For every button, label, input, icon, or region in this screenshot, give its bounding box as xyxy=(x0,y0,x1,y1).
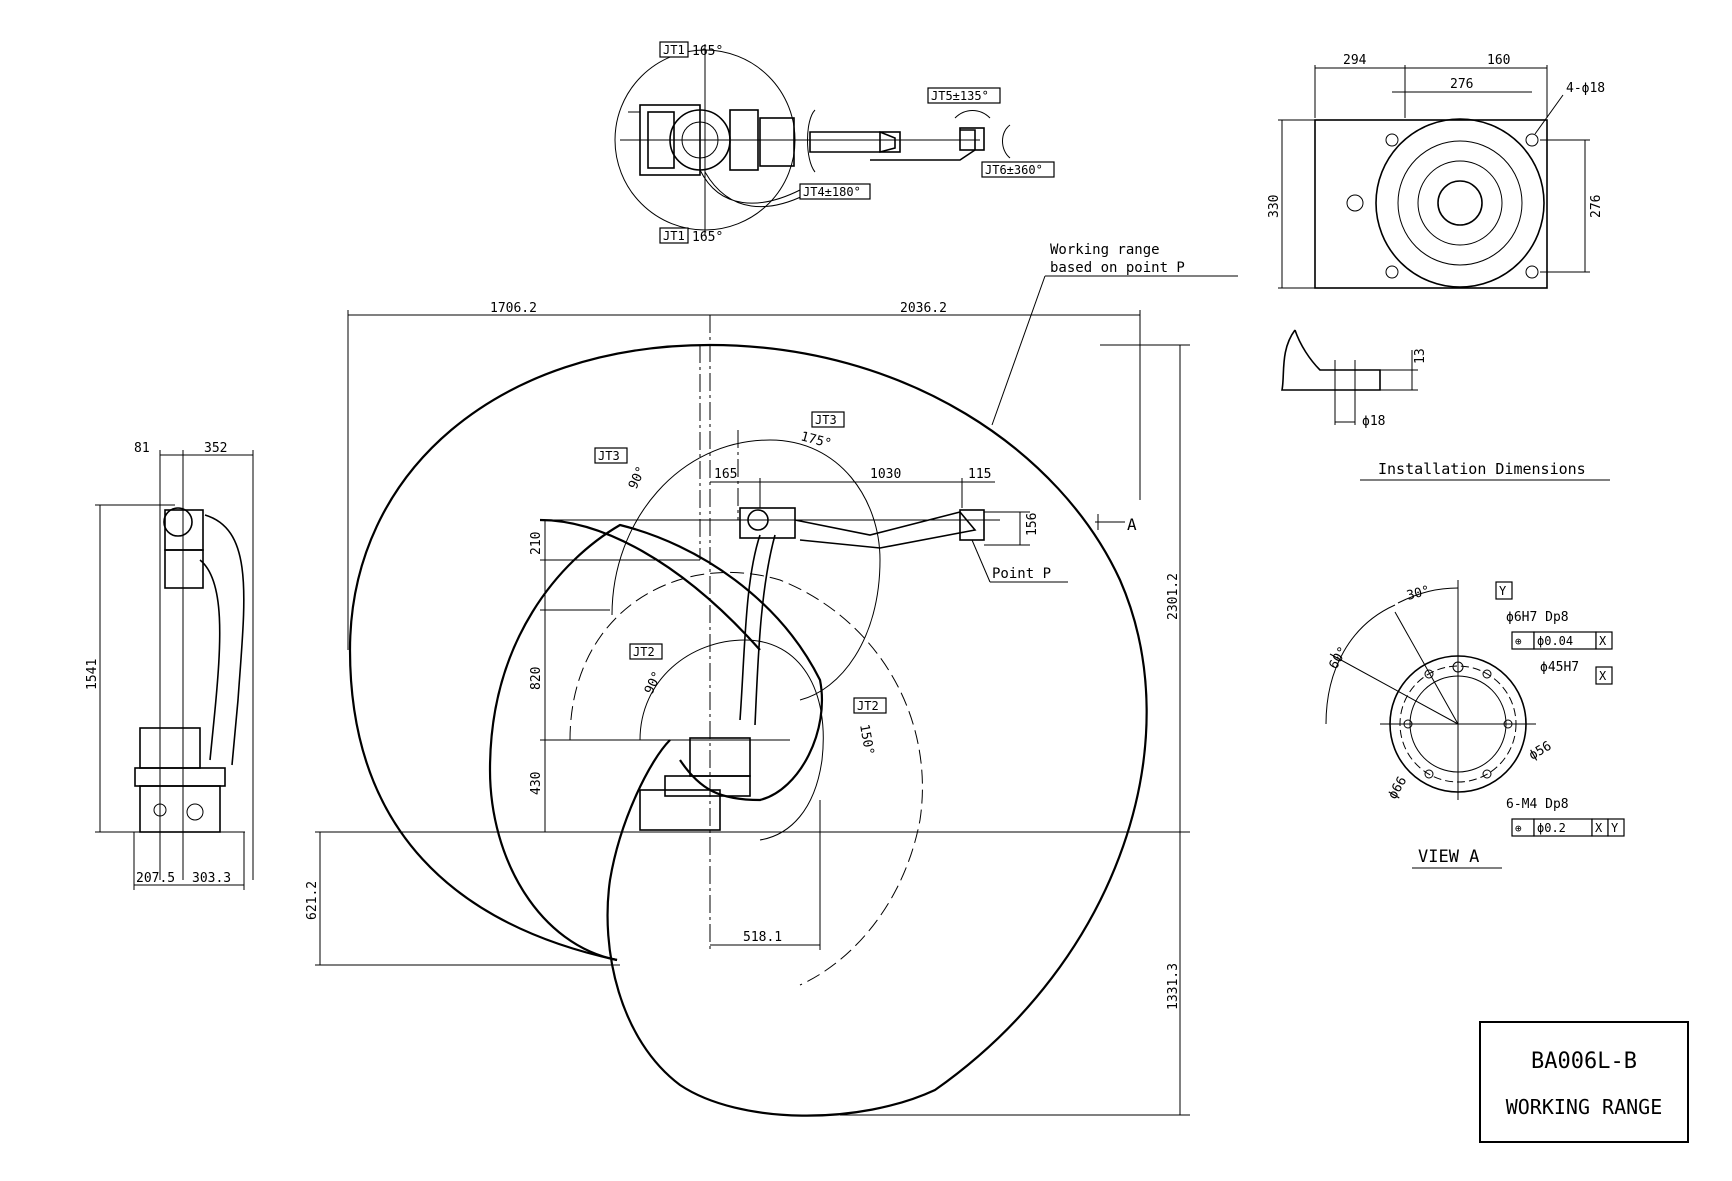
jt2-neg-angle: 90° xyxy=(642,669,666,697)
dim-165: 165 xyxy=(714,467,737,482)
dim-1706-2: 1706.2 xyxy=(490,301,537,316)
working-range-envelope xyxy=(348,343,1148,1117)
dim-210: 210 xyxy=(529,532,544,555)
dim-1331-3: 1331.3 xyxy=(1166,963,1181,1010)
jt1-tag-top: JT1 xyxy=(663,43,685,57)
view-a-arrow-label: A xyxy=(1127,515,1137,534)
jt3-arc xyxy=(611,439,881,701)
install-dim-phi18: ϕ18 xyxy=(1362,414,1385,429)
base-dim-160: 160 xyxy=(1487,53,1510,68)
top-motor-right xyxy=(729,109,759,171)
dim-phi66: ϕ66 xyxy=(1385,774,1410,802)
working-range-mid xyxy=(539,518,761,651)
top-view: JT1 165° JT1 165° JT4±180° JT5±135° JT6±… xyxy=(614,41,1055,245)
top-base-block xyxy=(639,104,701,176)
side-dim-81: 81 xyxy=(134,441,150,456)
jt2-arc xyxy=(639,639,824,841)
jt3-tag-left: JT3 xyxy=(598,449,620,463)
jt4-label: JT4±180° xyxy=(803,185,861,199)
top-motor-right2 xyxy=(759,117,795,167)
side-dim-1541: 1541 xyxy=(85,659,100,690)
dim-621-2: 621.2 xyxy=(305,881,320,920)
top-wrist xyxy=(879,131,901,153)
base-hole-callout: 4-ϕ18 xyxy=(1566,81,1605,96)
jt5-label: JT5±135° xyxy=(931,89,989,103)
bore-45h7: ϕ45H7 xyxy=(1540,660,1579,675)
side-dim-352: 352 xyxy=(204,441,227,456)
tol-02-datum-x: X xyxy=(1595,821,1603,835)
tol-02: ϕ0.2 xyxy=(1537,821,1566,835)
dim-1030: 1030 xyxy=(870,467,901,482)
tol-02-datum-y: Y xyxy=(1611,821,1619,835)
jt2-tag-right: JT2 xyxy=(857,699,879,713)
angle-60: 60° xyxy=(1326,644,1351,672)
title-block: BA006L-B WORKING RANGE xyxy=(1479,1021,1689,1143)
angle-30: 30° xyxy=(1405,583,1432,604)
dim-156: 156 xyxy=(1025,513,1040,536)
dim-518-1: 518.1 xyxy=(743,930,782,945)
top-motor-left xyxy=(647,111,675,169)
top-joint-inner xyxy=(681,121,719,159)
point-p-label: Point P xyxy=(992,566,1051,582)
working-range-note-2: based on point P xyxy=(1050,260,1185,276)
install-dim-13: 13 xyxy=(1413,348,1428,364)
jt2-tag-left: JT2 xyxy=(633,645,655,659)
tol-symbol-2: ⊕ xyxy=(1515,822,1522,835)
model-number: BA006L-B xyxy=(1531,1049,1637,1074)
dim-2301-2: 2301.2 xyxy=(1166,573,1181,620)
dim-820: 820 xyxy=(529,667,544,690)
tol-004: ϕ0.04 xyxy=(1537,634,1573,648)
jt2-pos-angle: 150° xyxy=(856,723,876,756)
working-range-note-1: Working range xyxy=(1050,242,1160,258)
bore-datum-x: X xyxy=(1599,669,1607,683)
tapped-holes: 6-M4 Dp8 xyxy=(1506,797,1569,812)
base-dim-330: 330 xyxy=(1267,195,1282,218)
view-a-title: VIEW A xyxy=(1418,847,1479,867)
base-dim-294: 294 xyxy=(1343,53,1367,68)
jt1-bottom-angle: 165° xyxy=(692,230,723,245)
hole-6h7: ϕ6H7 Dp8 xyxy=(1506,610,1569,625)
jt3-neg-angle: 90° xyxy=(626,464,650,492)
top-flange xyxy=(959,127,985,151)
tol-symbol-1: ⊕ xyxy=(1515,635,1522,648)
working-range-inner xyxy=(488,523,823,962)
jt6-rotation-arrow xyxy=(1002,124,1011,159)
tol-004-datum: X xyxy=(1599,634,1607,648)
dim-2036-2: 2036.2 xyxy=(900,301,947,316)
top-forearm xyxy=(809,131,896,153)
jt3-pos-angle: 175° xyxy=(799,429,833,452)
jt6-label: JT6±360° xyxy=(985,163,1043,177)
jt3-tag-right: JT3 xyxy=(815,413,837,427)
dim-115: 115 xyxy=(968,467,991,482)
top-cable xyxy=(699,169,806,208)
installation-title: Installation Dimensions xyxy=(1378,460,1586,478)
drawing-title: WORKING RANGE xyxy=(1506,1095,1663,1119)
jt4-rotation-arrow xyxy=(807,109,816,173)
jt5-rotation-arrow xyxy=(954,110,991,119)
base-plan-view: 294 160 276 4-ϕ18 330 276 xyxy=(1267,53,1605,289)
working-range-view: 1706.2 2036.2 165 1030 115 156 210 820 4… xyxy=(305,242,1238,1117)
jt1-top-angle: 165° xyxy=(692,44,723,59)
installation-section: 13 ϕ18 Installation Dimensions xyxy=(1281,329,1610,481)
base-dim-276-v: 276 xyxy=(1589,195,1604,218)
dim-430: 430 xyxy=(529,772,544,795)
side-view: 81 352 1541 207.5 303.3 xyxy=(85,441,254,890)
jt2-dashed-arc xyxy=(569,571,923,986)
side-dim-303-3: 303.3 xyxy=(192,871,231,886)
dim-phi56: ϕ56 xyxy=(1527,739,1555,764)
side-dim-207-5: 207.5 xyxy=(136,871,175,886)
datum-y: Y xyxy=(1499,584,1507,598)
view-a: 30° 60° Y ϕ6H7 Dp8 ⊕ ϕ0.04 X ϕ45H7 X ϕ56… xyxy=(1325,580,1625,869)
jt1-tag-bottom: JT1 xyxy=(663,229,685,243)
base-dim-276-h: 276 xyxy=(1450,77,1473,92)
